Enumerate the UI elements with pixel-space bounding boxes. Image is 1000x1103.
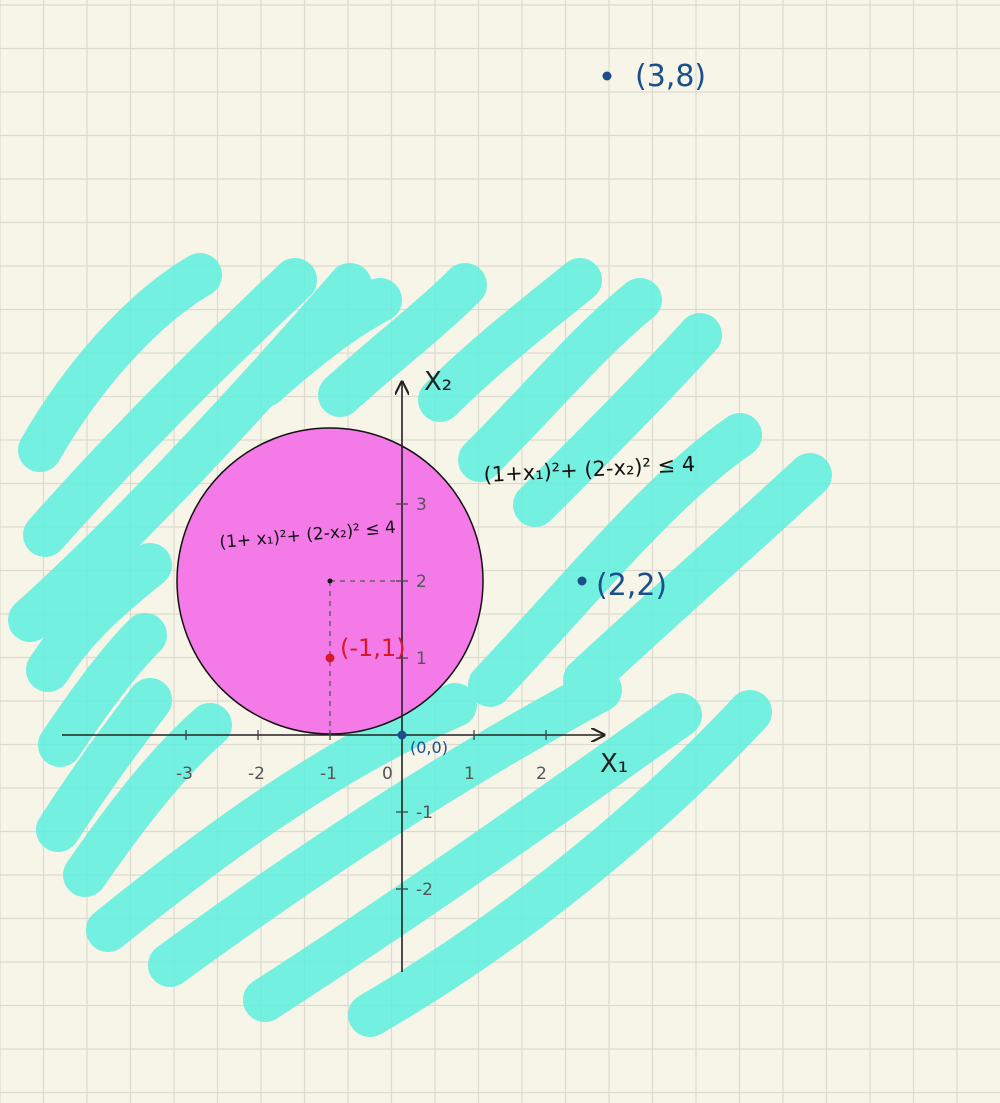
highlight-stroke bbox=[23, 258, 317, 557]
point-label: (-1,1) bbox=[340, 634, 406, 662]
y-tick-label: 3 bbox=[416, 495, 427, 515]
x-tick-label: -1 bbox=[320, 764, 337, 784]
point-label: (2,2) bbox=[596, 568, 667, 603]
y-axis-label: X₂ bbox=[424, 367, 452, 397]
highlight-stroke bbox=[63, 703, 232, 897]
point-label: (0,0) bbox=[410, 738, 448, 757]
axes bbox=[62, 382, 604, 972]
highlight-stroke bbox=[418, 258, 602, 422]
highlight-stroke bbox=[243, 693, 702, 1022]
point-label: (3,8) bbox=[635, 59, 706, 94]
x-axis-label: X₁ bbox=[600, 749, 628, 779]
point-dot bbox=[577, 576, 587, 586]
highlight-stroke bbox=[243, 278, 402, 407]
point-dot bbox=[325, 653, 335, 663]
highlight-stroke bbox=[148, 668, 622, 987]
shaded-exterior-region bbox=[8, 253, 832, 1037]
x-tick-label: 0 bbox=[382, 764, 393, 784]
highlight-stroke bbox=[318, 263, 487, 417]
highlight-stroke bbox=[468, 413, 762, 707]
y-tick-label: -2 bbox=[416, 880, 433, 900]
x-tick-label: -3 bbox=[176, 764, 193, 784]
center-guides bbox=[329, 580, 402, 735]
point-dot bbox=[602, 71, 612, 81]
highlight-stroke bbox=[563, 453, 832, 702]
disk-center-dot bbox=[327, 578, 333, 584]
x-tick-label: -2 bbox=[248, 764, 265, 784]
highlight-stroke bbox=[458, 278, 662, 482]
x-tick-label: 1 bbox=[464, 764, 475, 784]
highlight-stroke bbox=[36, 678, 172, 852]
y-tick-label: 2 bbox=[416, 572, 427, 592]
point-dot bbox=[397, 730, 407, 740]
highlight-stroke bbox=[26, 543, 172, 692]
labeled-points: (-1,1) (0,0) (2,2) (3,8) bbox=[325, 59, 706, 757]
highlight-stroke bbox=[86, 683, 477, 952]
highlight-stroke bbox=[348, 690, 772, 1037]
y-tick-label: -1 bbox=[416, 803, 433, 823]
x-tick-label: 2 bbox=[536, 764, 547, 784]
axis-ticks: -3 -2 -1 0 1 2 3 2 1 -1 -2 bbox=[176, 495, 547, 900]
highlight-stroke bbox=[38, 613, 167, 767]
highlight-stroke bbox=[18, 253, 222, 472]
highlight-stroke bbox=[513, 313, 722, 527]
y-tick-label: 1 bbox=[416, 649, 427, 669]
